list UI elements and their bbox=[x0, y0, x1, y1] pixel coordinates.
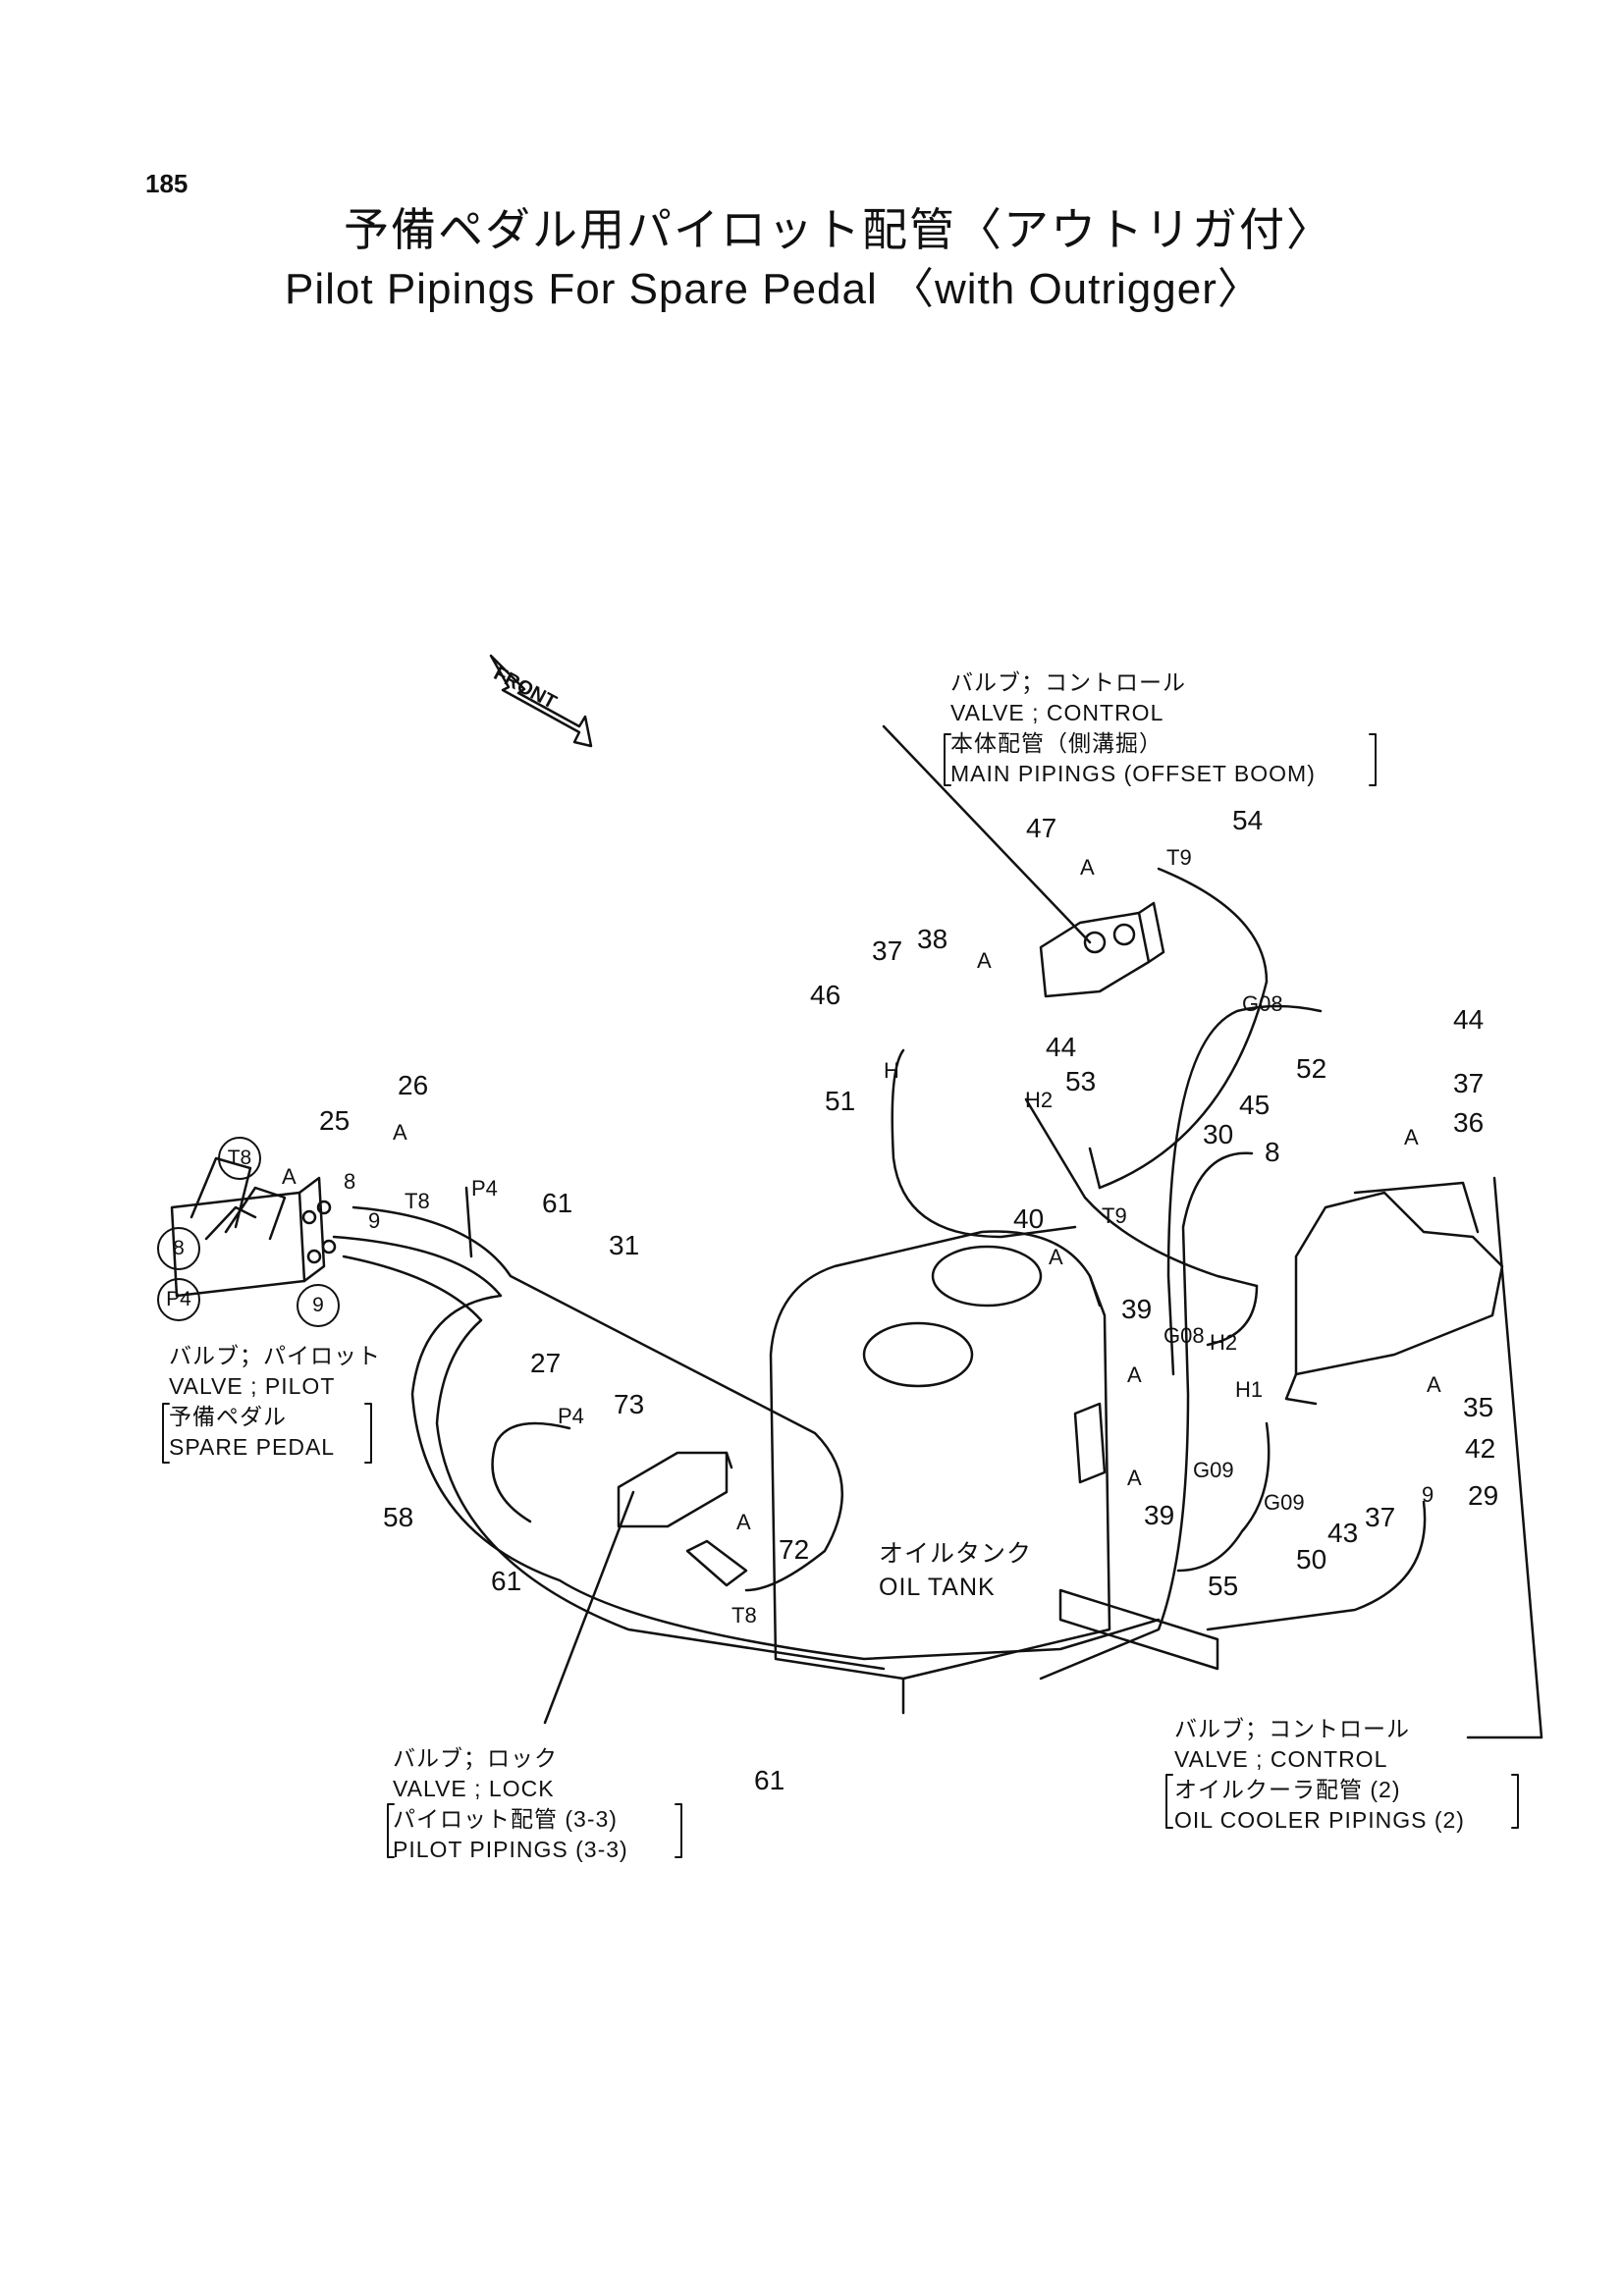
callout-45: 45 bbox=[1239, 1090, 1271, 1120]
callout-25: 25 bbox=[319, 1105, 351, 1136]
callout-46: 46 bbox=[810, 980, 841, 1010]
circled-label-8: 8 bbox=[157, 1227, 200, 1270]
callout-44: 44 bbox=[1453, 1004, 1485, 1035]
callout-g09: G09 bbox=[1264, 1490, 1305, 1515]
callout-8: 8 bbox=[1265, 1137, 1280, 1167]
callout-58: 58 bbox=[383, 1502, 414, 1532]
callout-37: 37 bbox=[1365, 1502, 1396, 1532]
callout-a: A bbox=[1049, 1245, 1063, 1269]
callout-9: 9 bbox=[1422, 1482, 1434, 1507]
control-valve-right-drawing bbox=[1284, 1181, 1504, 1406]
pilot-valve-drawing bbox=[170, 1156, 337, 1298]
note-pilot-valve: バルブ；パイロット VALVE ; PILOT 予備ペダル SPARE PEDA… bbox=[169, 1343, 381, 1460]
callout-37: 37 bbox=[872, 935, 903, 966]
callout-37: 37 bbox=[1453, 1068, 1485, 1098]
note-lock-valve: バルブ；ロック VALVE ; LOCK パイロット配管 (3-3) PILOT… bbox=[393, 1745, 628, 1862]
callout-a: A bbox=[736, 1510, 751, 1534]
callout-29: 29 bbox=[1468, 1480, 1499, 1511]
callout-a: A bbox=[393, 1120, 407, 1145]
note-control-valve-bottom: バルブ；コントロール VALVE ; CONTROL オイルクーラ配管 (2) … bbox=[1174, 1716, 1465, 1833]
title-japanese: 予備ペダル用パイロット配管〈アウトリガ付〉 bbox=[344, 203, 1333, 256]
page-number: 185 bbox=[145, 169, 189, 198]
callout-61: 61 bbox=[754, 1765, 785, 1795]
callout-47: 47 bbox=[1026, 813, 1057, 843]
lock-valve-drawing bbox=[617, 1451, 748, 1587]
callout-43: 43 bbox=[1327, 1518, 1359, 1548]
callout-a: A bbox=[1127, 1362, 1142, 1387]
callout-39: 39 bbox=[1144, 1500, 1175, 1530]
callout-a: A bbox=[1427, 1372, 1441, 1397]
note-brackets bbox=[162, 733, 1519, 1858]
callout-h1: H1 bbox=[1235, 1377, 1264, 1402]
callout-h2: H2 bbox=[1025, 1088, 1054, 1112]
callout-h2: H2 bbox=[1210, 1330, 1238, 1355]
callout-a: A bbox=[1404, 1125, 1419, 1149]
callout-t9: T9 bbox=[1102, 1203, 1127, 1228]
callout-t8: T8 bbox=[405, 1189, 430, 1213]
callout-9: 9 bbox=[368, 1208, 381, 1233]
callout-31: 31 bbox=[609, 1230, 640, 1260]
callout-44: 44 bbox=[1046, 1032, 1077, 1062]
callout-30: 30 bbox=[1203, 1119, 1234, 1149]
callout-72: 72 bbox=[779, 1534, 810, 1565]
leader-control-valve-bottom bbox=[1466, 1176, 1543, 1739]
callout-g08: G08 bbox=[1242, 991, 1283, 1016]
leader-lock-valve bbox=[543, 1490, 635, 1725]
callout-h: H bbox=[884, 1058, 899, 1083]
note-oil-tank: オイルタンク OIL TANK bbox=[879, 1540, 1033, 1601]
callout-61: 61 bbox=[542, 1188, 573, 1218]
callout-73: 73 bbox=[614, 1389, 645, 1419]
control-valve-top-drawing bbox=[1039, 901, 1165, 998]
callout-61: 61 bbox=[491, 1566, 522, 1596]
circled-label-t8: T8 bbox=[218, 1137, 261, 1180]
callout-p4: P4 bbox=[471, 1176, 498, 1201]
callout-40: 40 bbox=[1013, 1203, 1045, 1234]
circled-label-9: 9 bbox=[297, 1284, 340, 1327]
note-control-valve-top: バルブ；コントロール VALVE ; CONTROL 本体配管（側溝掘） MAI… bbox=[950, 669, 1316, 786]
callout-t9: T9 bbox=[1166, 845, 1192, 870]
callout-52: 52 bbox=[1296, 1053, 1327, 1084]
callout-a: A bbox=[1127, 1466, 1142, 1490]
hoses-drawing bbox=[332, 867, 1427, 1681]
callout-t8: T8 bbox=[731, 1603, 757, 1628]
front-arrow-icon bbox=[489, 654, 593, 748]
bracket-55 bbox=[1058, 1588, 1219, 1671]
title-english: Pilot Pipings For Spare Pedal 〈with Outr… bbox=[285, 265, 1262, 313]
callout-51: 51 bbox=[825, 1086, 856, 1116]
callout-53: 53 bbox=[1065, 1066, 1097, 1096]
callout-a: A bbox=[1080, 855, 1095, 880]
callout-26: 26 bbox=[398, 1070, 429, 1100]
leader-control-valve-top bbox=[882, 724, 1092, 944]
callout-38: 38 bbox=[917, 924, 948, 954]
callout-a: A bbox=[282, 1164, 297, 1189]
callout-35: 35 bbox=[1463, 1392, 1494, 1422]
callout-p4: P4 bbox=[558, 1404, 584, 1428]
callout-39: 39 bbox=[1121, 1294, 1153, 1324]
hose-54 bbox=[1098, 867, 1269, 1190]
circled-label-p4: P4 bbox=[157, 1278, 200, 1321]
oil-tank-drawing bbox=[769, 1230, 1111, 1715]
callout-g08: G08 bbox=[1163, 1323, 1205, 1348]
callout-g09: G09 bbox=[1193, 1458, 1234, 1482]
callout-50: 50 bbox=[1296, 1544, 1327, 1575]
callout-42: 42 bbox=[1465, 1433, 1496, 1464]
callout-27: 27 bbox=[530, 1348, 562, 1378]
callout-55: 55 bbox=[1208, 1571, 1239, 1601]
callout-36: 36 bbox=[1453, 1107, 1485, 1138]
callout-a: A bbox=[977, 948, 992, 973]
callout-8: 8 bbox=[344, 1169, 356, 1194]
callout-54: 54 bbox=[1232, 805, 1264, 835]
